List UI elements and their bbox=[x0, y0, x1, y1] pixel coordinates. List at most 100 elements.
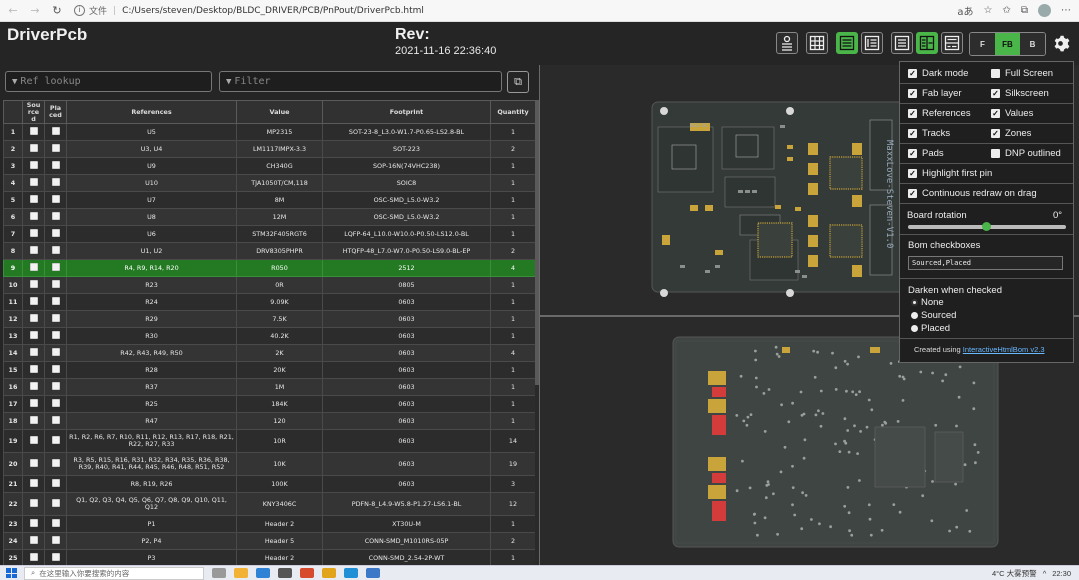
checkbox-checked[interactable]: ✓ bbox=[908, 188, 917, 198]
address-url[interactable]: C:/Users/steven/Desktop/BLDC_DRIVER/PCB/… bbox=[122, 5, 424, 16]
sourced-checkbox[interactable] bbox=[29, 416, 38, 424]
checkbox-checked[interactable]: ✓ bbox=[908, 168, 917, 178]
placed-checkbox[interactable] bbox=[51, 519, 60, 527]
setting-pads[interactable]: ✓Pads bbox=[908, 145, 944, 161]
sourced-checkbox-cell[interactable] bbox=[22, 140, 45, 158]
sourced-checkbox[interactable] bbox=[29, 246, 38, 254]
darken-none-radio[interactable]: None bbox=[911, 297, 944, 308]
avatar[interactable] bbox=[1038, 4, 1051, 17]
copy-button[interactable]: ⧉ bbox=[507, 71, 529, 93]
checkbox-unchecked[interactable] bbox=[991, 148, 1000, 158]
layer-both-button[interactable]: FB bbox=[995, 33, 1020, 55]
placed-checkbox[interactable] bbox=[51, 229, 60, 237]
fab-layer-toggle-button[interactable] bbox=[776, 32, 798, 54]
placed-checkbox-cell[interactable] bbox=[44, 191, 67, 209]
sourced-checkbox-cell[interactable] bbox=[22, 293, 45, 311]
setting-dnp-outlined[interactable]: DNP outlined bbox=[991, 145, 1061, 161]
placed-checkbox-cell[interactable] bbox=[44, 549, 67, 565]
placed-checkbox[interactable] bbox=[51, 479, 60, 487]
radio-unselected[interactable] bbox=[911, 325, 918, 332]
clock-time[interactable]: 22:30 bbox=[1052, 568, 1071, 578]
placed-checkbox-cell[interactable] bbox=[44, 395, 67, 413]
placed-checkbox-cell[interactable] bbox=[44, 157, 67, 175]
sourced-checkbox[interactable] bbox=[29, 553, 38, 561]
col-footprint-header[interactable]: Footprint bbox=[322, 100, 491, 124]
setting-dark-mode[interactable]: ✓Dark mode bbox=[908, 65, 968, 81]
sourced-checkbox-cell[interactable] bbox=[22, 157, 45, 175]
placed-checkbox[interactable] bbox=[51, 365, 60, 373]
placed-checkbox-cell[interactable] bbox=[44, 492, 67, 516]
checkbox-checked[interactable]: ✓ bbox=[908, 148, 917, 158]
setting-full-screen[interactable]: Full Screen bbox=[991, 65, 1053, 81]
checkbox-unchecked[interactable] bbox=[991, 68, 1000, 78]
col-sourced-header[interactable]: Sourced bbox=[22, 100, 45, 124]
sourced-checkbox-cell[interactable] bbox=[22, 452, 45, 476]
sourced-checkbox[interactable] bbox=[29, 297, 38, 305]
sourced-checkbox-cell[interactable] bbox=[22, 412, 45, 430]
bom-checkboxes-input[interactable]: Sourced,Placed bbox=[908, 256, 1063, 270]
scrollbar-thumb[interactable] bbox=[535, 100, 539, 385]
placed-checkbox[interactable] bbox=[51, 280, 60, 288]
layer-front-button[interactable]: F bbox=[970, 33, 995, 55]
slider-knob[interactable] bbox=[982, 222, 991, 231]
sourced-checkbox[interactable] bbox=[29, 144, 38, 152]
bom-left-right-button[interactable] bbox=[916, 32, 938, 54]
placed-checkbox[interactable] bbox=[51, 436, 60, 444]
placed-checkbox-cell[interactable] bbox=[44, 140, 67, 158]
placed-checkbox[interactable] bbox=[51, 161, 60, 169]
edge-icon[interactable] bbox=[344, 568, 358, 578]
sourced-checkbox-cell[interactable] bbox=[22, 429, 45, 453]
placed-checkbox[interactable] bbox=[51, 178, 60, 186]
taskbar-search-input[interactable]: ⌕ 在这里输入你要搜索的内容 bbox=[24, 566, 204, 580]
favorite-star-icon[interactable]: ☆ bbox=[983, 5, 993, 16]
sourced-checkbox-cell[interactable] bbox=[22, 492, 45, 516]
sourced-checkbox-cell[interactable] bbox=[22, 549, 45, 565]
checkbox-checked[interactable]: ✓ bbox=[991, 128, 1000, 138]
sourced-checkbox[interactable] bbox=[29, 263, 38, 271]
placed-checkbox[interactable] bbox=[51, 263, 60, 271]
sourced-checkbox-cell[interactable] bbox=[22, 225, 45, 243]
tray-chevron-icon[interactable]: ^ bbox=[1042, 568, 1047, 578]
sourced-checkbox-cell[interactable] bbox=[22, 123, 45, 141]
placed-checkbox[interactable] bbox=[51, 536, 60, 544]
canvas-divider[interactable] bbox=[540, 315, 1079, 317]
placed-checkbox-cell[interactable] bbox=[44, 327, 67, 345]
checkbox-checked[interactable]: ✓ bbox=[908, 128, 917, 138]
setting-references[interactable]: ✓References bbox=[908, 105, 971, 121]
setting-tracks[interactable]: ✓Tracks bbox=[908, 125, 950, 141]
radio-selected[interactable] bbox=[911, 299, 918, 306]
sourced-checkbox[interactable] bbox=[29, 365, 38, 373]
col-quantity-header[interactable]: Quantity bbox=[490, 100, 535, 124]
placed-checkbox-cell[interactable] bbox=[44, 361, 67, 379]
sourced-checkbox-cell[interactable] bbox=[22, 378, 45, 396]
favorites-icon[interactable]: ✩ bbox=[1002, 5, 1011, 16]
sourced-checkbox-cell[interactable] bbox=[22, 174, 45, 192]
placed-checkbox-cell[interactable] bbox=[44, 174, 67, 192]
placed-checkbox[interactable] bbox=[51, 195, 60, 203]
setting-zones[interactable]: ✓Zones bbox=[991, 125, 1031, 141]
reload-icon[interactable]: ↻ bbox=[52, 4, 62, 17]
checkbox-checked[interactable]: ✓ bbox=[908, 108, 917, 118]
sourced-checkbox[interactable] bbox=[29, 229, 38, 237]
file-explorer-icon[interactable] bbox=[234, 568, 248, 578]
col-references-header[interactable]: References bbox=[66, 100, 237, 124]
placed-checkbox-cell[interactable] bbox=[44, 429, 67, 453]
placed-checkbox[interactable] bbox=[51, 499, 60, 507]
address-bar[interactable]: i 文件 | C:/Users/steven/Desktop/BLDC_DRIV… bbox=[74, 3, 424, 19]
placed-checkbox-cell[interactable] bbox=[44, 378, 67, 396]
ref-lookup-input[interactable]: ▼ Ref lookup bbox=[5, 71, 212, 92]
placed-checkbox-cell[interactable] bbox=[44, 123, 67, 141]
placed-checkbox[interactable] bbox=[51, 127, 60, 135]
read-aloud-icon[interactable]: aあ bbox=[957, 7, 974, 18]
